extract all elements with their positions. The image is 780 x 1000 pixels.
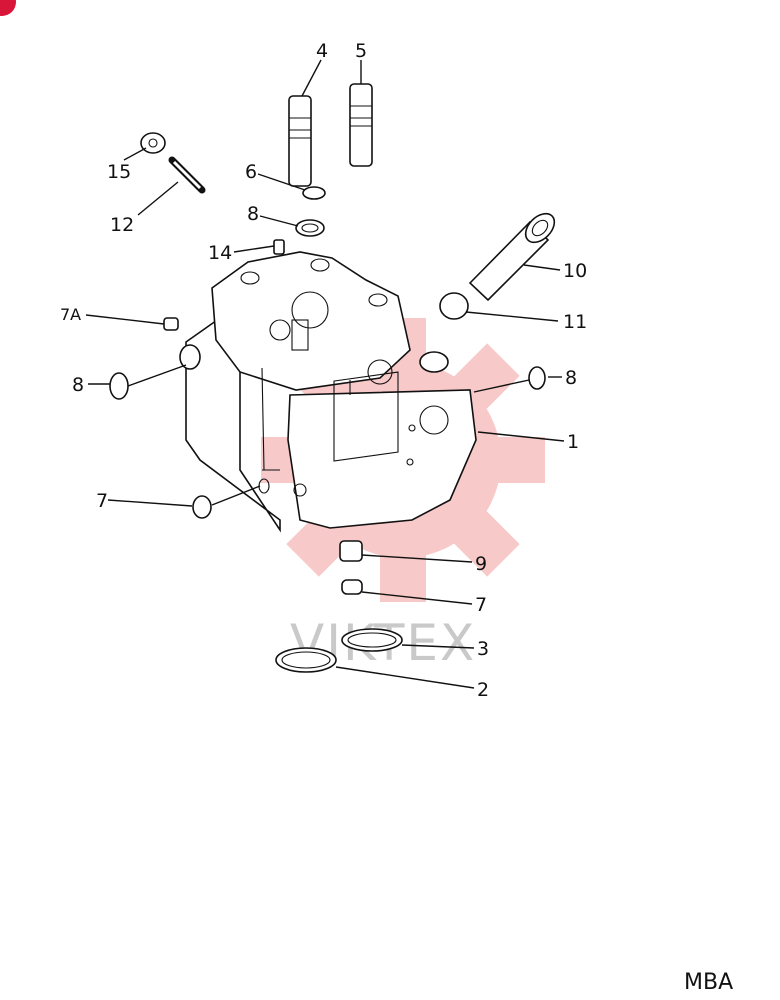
callout-5: 5 bbox=[355, 40, 367, 62]
part-ring-2 bbox=[275, 647, 337, 673]
leader-lines bbox=[85, 59, 565, 689]
callout-8-right: 8 bbox=[565, 367, 577, 389]
diagram-code: MBA bbox=[684, 970, 734, 995]
part-stud-12 bbox=[168, 156, 206, 194]
callout-15: 15 bbox=[107, 161, 131, 183]
part-plug-7a bbox=[163, 317, 179, 331]
callout-6: 6 bbox=[245, 161, 257, 183]
callout-3: 3 bbox=[477, 638, 489, 660]
part-valve-guide-5 bbox=[349, 83, 373, 167]
callout-14: 14 bbox=[208, 242, 232, 264]
part-cylinder-head-1 bbox=[179, 251, 477, 533]
part-seal-ring-8-left bbox=[109, 372, 129, 400]
part-valve-guide-4 bbox=[288, 95, 312, 187]
part-cup-9 bbox=[339, 540, 363, 562]
part-pin-14 bbox=[273, 239, 285, 255]
callout-12: 12 bbox=[110, 214, 134, 236]
part-nut-15 bbox=[140, 132, 166, 154]
part-o-ring-11 bbox=[439, 292, 469, 320]
callout-8-top: 8 bbox=[247, 203, 259, 225]
callout-7-bottom: 7 bbox=[475, 594, 487, 616]
callout-11: 11 bbox=[563, 311, 587, 333]
part-seat-6 bbox=[302, 186, 326, 200]
part-plug-7-bottom bbox=[341, 579, 363, 595]
part-injector-sleeve-10 bbox=[468, 212, 556, 302]
part-seal-ring-8-top bbox=[295, 219, 325, 237]
callout-9: 9 bbox=[475, 553, 487, 575]
callout-10: 10 bbox=[563, 260, 587, 282]
part-ring-3 bbox=[341, 628, 403, 652]
callout-4: 4 bbox=[316, 40, 328, 62]
callout-8-left: 8 bbox=[72, 374, 84, 396]
callout-7-left: 7 bbox=[96, 490, 108, 512]
callout-2: 2 bbox=[477, 679, 489, 701]
part-plug-7-left bbox=[192, 495, 212, 519]
part-seal-ring-8-right bbox=[528, 366, 546, 390]
callout-7a: 7A bbox=[60, 305, 81, 324]
callout-1: 1 bbox=[567, 431, 579, 453]
